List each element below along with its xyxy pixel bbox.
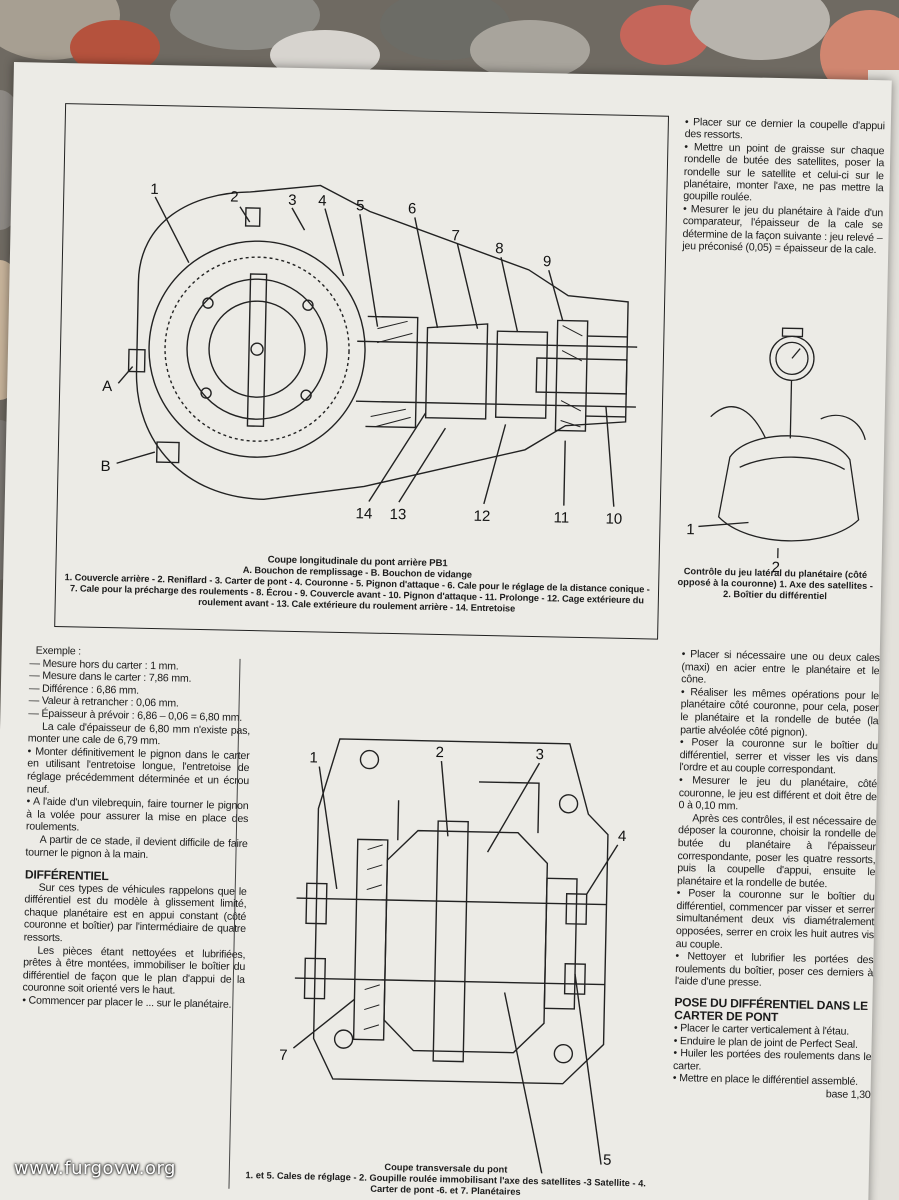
paragraph: Mesurer le jeu du planétaire à l'aide d'… xyxy=(682,203,883,257)
paragraph: Après ces contrôles, il est nécessaire d… xyxy=(676,812,877,890)
right-column-bottom: Placer si nécessaire une ou deux cales (… xyxy=(672,648,880,1102)
paragraph: Monter définitivement le pignon dans le … xyxy=(27,745,250,800)
callout-1: 1 xyxy=(686,521,695,538)
figure-caption: Coupe longitudinale du pont arrière PB1 … xyxy=(62,550,653,617)
callout-2: 2 xyxy=(771,559,780,576)
callout-2: 2 xyxy=(230,189,239,206)
paragraph: Les pièces étant nettoyées et lubrifiées… xyxy=(22,944,246,998)
callout-4: 4 xyxy=(318,192,327,209)
callout-1: 1 xyxy=(309,749,318,766)
callout-2: 2 xyxy=(435,744,444,761)
left-column: Exemple : Mesure hors du carter : 1 mm. … xyxy=(22,644,252,1011)
gauge-caption: Contrôle du jeu latéral du planétaire (c… xyxy=(677,566,874,602)
callout-10: 10 xyxy=(605,510,622,527)
callout-B: B xyxy=(100,458,110,475)
pebble xyxy=(470,20,590,80)
callout-8: 8 xyxy=(495,240,504,257)
callout-12: 12 xyxy=(473,508,490,525)
paragraph: Poser la couronne sur le boîtier du diff… xyxy=(679,736,878,778)
paragraph: A partir de ce stade, il devient diffici… xyxy=(25,833,248,861)
callout-9: 9 xyxy=(543,253,552,270)
callout-4: 4 xyxy=(618,828,627,845)
callout-7: 7 xyxy=(279,1047,288,1064)
transverse-section-drawing: 1 2 3 4 7 5 xyxy=(279,738,627,1176)
paragraph: Poser la couronne sur le boîtier du diff… xyxy=(676,887,875,954)
section-heading: POSE DU DIFFÉRENTIEL DANS LE CARTER DE P… xyxy=(674,995,869,1025)
pebble xyxy=(690,0,830,60)
callout-14: 14 xyxy=(355,505,372,522)
paragraph: Mesurer le jeu du planétaire, côté couro… xyxy=(678,774,877,816)
paragraph: A l'aide d'un vilebrequin, faire tourner… xyxy=(26,796,249,838)
paragraph: Réaliser les mêmes opérations pour le pl… xyxy=(680,686,879,741)
callout-3: 3 xyxy=(535,746,544,763)
callout-6: 6 xyxy=(408,200,417,217)
callout-3: 3 xyxy=(288,192,297,209)
longitudinal-section-figure: 1 2 3 4 5 6 7 8 9 A B 14 13 12 11 10 Cou… xyxy=(54,103,670,640)
dial-gauge-figure: 1 2 xyxy=(686,327,866,576)
paragraph: Sur ces types de véhicules rappelons que… xyxy=(23,881,247,945)
axle-longitudinal-drawing: 1 2 3 4 5 6 7 8 9 A B 14 13 12 11 10 xyxy=(100,181,638,528)
paragraph: Mettre un point de graisse sur chaque ro… xyxy=(683,141,884,207)
callout-13: 13 xyxy=(389,506,406,523)
callout-7: 7 xyxy=(451,227,460,244)
manual-page: 1 2 3 4 5 6 7 8 9 A B 14 13 12 11 10 Cou… xyxy=(0,62,892,1200)
callout-1: 1 xyxy=(150,181,159,198)
paragraph: Placer si nécessaire une ou deux cales (… xyxy=(681,648,880,690)
callout-A: A xyxy=(102,378,112,395)
callout-5: 5 xyxy=(356,197,365,214)
callout-5: 5 xyxy=(603,1152,612,1169)
callout-11: 11 xyxy=(553,509,569,526)
paragraph: Nettoyer et lubrifier les portées des ro… xyxy=(675,950,874,992)
right-column-top: Placer sur ce dernier la coupelle d'appu… xyxy=(682,116,885,257)
watermark: www.furgovw.org xyxy=(14,1158,176,1179)
